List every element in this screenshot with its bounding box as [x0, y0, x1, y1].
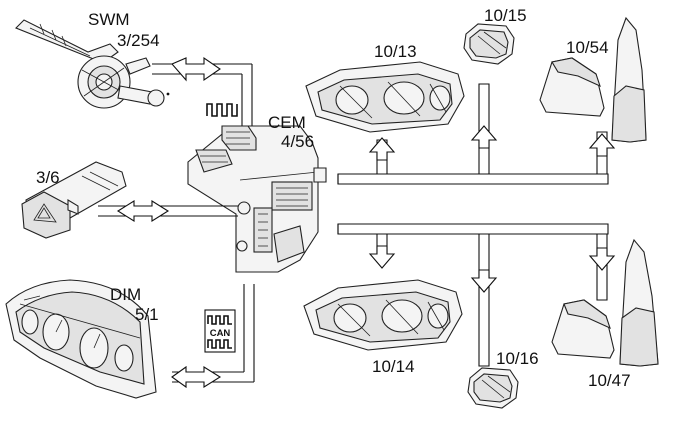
upper-bus: [337, 83, 616, 185]
can-badge-label: CAN: [210, 328, 231, 339]
hazard-switch-component: [21, 161, 127, 239]
side-marker-right-code-label: 10/16: [496, 349, 539, 368]
dim-code-label: 5/1: [135, 305, 159, 324]
headlamp-left-component: [305, 61, 465, 133]
swm-name-label: SWM: [88, 10, 130, 29]
hazard-cem-link: [98, 200, 238, 222]
mirror-left-component: [539, 16, 647, 143]
side-marker-left-code-label: 10/15: [484, 6, 527, 25]
cem-dim-link: [171, 284, 255, 389]
headlamp-right-component: [303, 279, 463, 351]
mirror-left-code-label: 10/54: [566, 38, 609, 57]
headlamp-right-code-label: 10/14: [372, 357, 415, 376]
cem-component: [187, 125, 327, 273]
swm-component: [15, 19, 170, 109]
pulse-signal-icon: [206, 103, 238, 117]
dim-name-label: DIM: [110, 285, 141, 304]
side-marker-left-component: [463, 23, 515, 65]
headlamp-left-code-label: 10/13: [374, 42, 417, 61]
cem-name-label: CEM: [268, 113, 306, 132]
cem-code-label: 4/56: [281, 132, 314, 151]
hazard-code-label: 3/6: [36, 168, 60, 187]
mirror-right-code-label: 10/47: [588, 371, 631, 390]
mirror-right-component: [551, 238, 659, 367]
dim-component: [5, 279, 157, 399]
swm-cem-link: [152, 56, 253, 126]
can-bus-icon: [204, 309, 236, 353]
lower-bus: [337, 223, 616, 367]
swm-code-label: 3/254: [117, 31, 160, 50]
side-marker-right-component: [467, 367, 519, 409]
